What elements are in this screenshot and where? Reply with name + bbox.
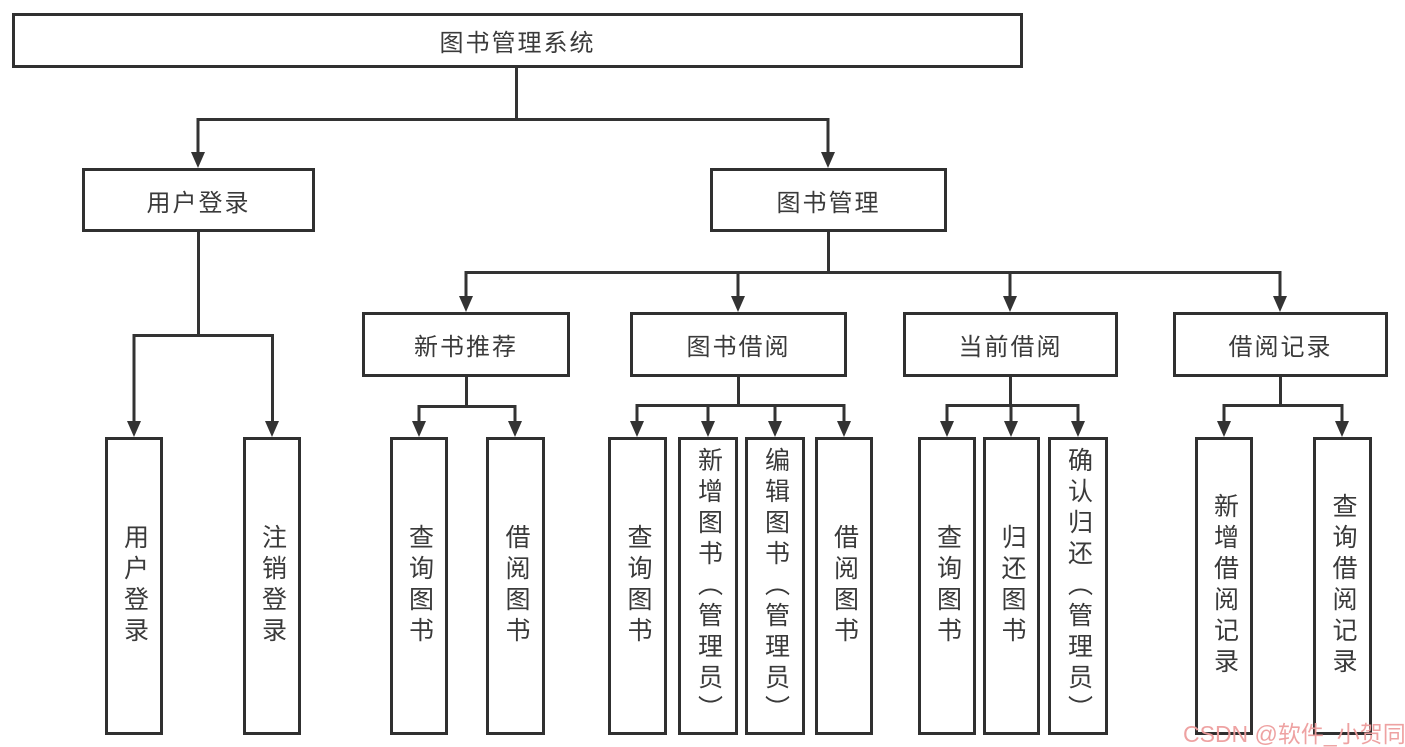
leaf-return-books: 归还图书 <box>983 437 1040 735</box>
node-book-management: 图书管理 <box>710 168 947 232</box>
leaf-query-books-current-label: 查询图书 <box>933 524 962 648</box>
leaf-query-books-recommend-label: 查询图书 <box>405 524 434 648</box>
leaf-borrow-books-recommend-label: 借阅图书 <box>502 524 530 648</box>
node-borrow-records-label: 借阅记录 <box>1228 334 1333 361</box>
leaf-query-books-recommend: 查询图书 <box>390 437 448 735</box>
node-current-borrow: 当前借阅 <box>903 312 1118 377</box>
leaf-borrow-books-borrow: 借阅图书 <box>815 437 873 735</box>
leaf-confirm-return-admin-label: 确认归还（管理员） <box>1064 446 1093 726</box>
leaf-add-borrow-record: 新增借阅记录 <box>1195 437 1253 735</box>
node-borrow-records: 借阅记录 <box>1173 312 1388 377</box>
node-root-library-system: 图书管理系统 <box>12 13 1023 68</box>
leaf-query-borrow-record-label: 查询借阅记录 <box>1329 493 1357 679</box>
leaf-edit-books-admin-label: 编辑图书（管理员） <box>761 446 790 726</box>
leaf-query-books-current: 查询图书 <box>918 437 976 735</box>
leaf-query-books-borrow: 查询图书 <box>608 437 667 735</box>
node-current-borrow-label: 当前借阅 <box>958 334 1063 361</box>
node-book-management-label: 图书管理 <box>776 189 881 217</box>
leaf-borrow-books-borrow-label: 借阅图书 <box>830 524 859 648</box>
node-root-label: 图书管理系统 <box>439 30 596 57</box>
csdn-watermark: CSDN @软件_小贺同学 <box>1183 721 1405 747</box>
node-book-borrow-label: 图书借阅 <box>686 334 791 361</box>
leaf-user-login-label: 用户登录 <box>120 524 149 648</box>
leaf-return-books-label: 归还图书 <box>998 524 1026 648</box>
node-new-book-recommend-label: 新书推荐 <box>414 334 518 361</box>
leaf-query-borrow-record: 查询借阅记录 <box>1313 437 1372 735</box>
leaf-logout: 注销登录 <box>243 437 301 735</box>
node-book-borrow: 图书借阅 <box>630 312 847 377</box>
node-new-book-recommend: 新书推荐 <box>362 312 570 377</box>
leaf-query-books-borrow-label: 查询图书 <box>624 524 652 648</box>
leaf-confirm-return-admin: 确认归还（管理员） <box>1048 437 1108 735</box>
leaf-user-login: 用户登录 <box>105 437 163 735</box>
leaf-logout-label: 注销登录 <box>258 524 287 648</box>
leaf-edit-books-admin: 编辑图书（管理员） <box>745 437 805 735</box>
leaf-borrow-books-recommend: 借阅图书 <box>486 437 545 735</box>
node-user-login-label: 用户登录 <box>146 189 251 217</box>
leaf-add-books-admin: 新增图书（管理员） <box>678 437 738 735</box>
leaf-add-borrow-record-label: 新增借阅记录 <box>1210 493 1239 679</box>
leaf-add-books-admin-label: 新增图书（管理员） <box>694 446 723 726</box>
node-user-login: 用户登录 <box>82 168 315 232</box>
